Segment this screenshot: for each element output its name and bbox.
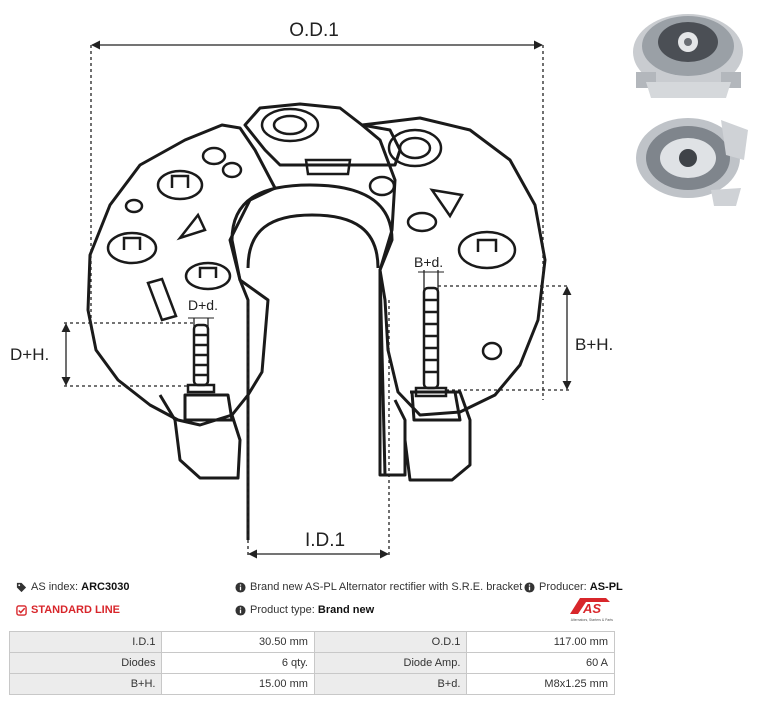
spec-value: 60 A [466, 652, 615, 674]
spec-label: O.D.1 [313, 631, 468, 653]
as-index-value: ARC3030 [81, 581, 130, 593]
id-label: I.D.1 [305, 530, 345, 551]
spec-label: Diode Amp. [313, 652, 468, 674]
bolt-left [186, 323, 216, 394]
table-row: B+H. 15.00 mm B+d. M8x1.25 mm [8, 673, 615, 695]
spec-label: I.D.1 [8, 631, 163, 653]
logo-tagline: Alternators, Starters & Parts [571, 618, 614, 622]
spec-value: 30.50 mm [161, 631, 315, 653]
bd-label: B+d. [414, 254, 443, 270]
dimension-lines [61, 40, 572, 559]
product-type-value: Brand new [317, 604, 375, 616]
producer: Producer: AS-PL [524, 581, 623, 593]
spec-table: I.D.1 30.50 mm O.D.1 117.00 mm Diodes 6 … [8, 631, 615, 695]
spec-value: 6 qty. [161, 652, 315, 674]
bolt-right [414, 286, 448, 398]
tag-icon [16, 582, 27, 592]
description: Brand new AS-PL Alternator rectifier wit… [235, 581, 522, 593]
logo-text: AS [582, 601, 601, 616]
rectifier-diagram: O.D.1 I.D.1 D+H. B+H. D+d. B+d. [10, 20, 613, 559]
table-row: Diodes 6 qty. Diode Amp. 60 A [8, 652, 615, 674]
bh-label: B+H. [575, 335, 613, 354]
info-icon [235, 604, 246, 616]
spec-label: B+H. [8, 673, 163, 695]
info-icon [524, 581, 535, 593]
standard-line: STANDARD LINE [16, 604, 120, 616]
info-icon [235, 581, 246, 593]
as-pl-logo: AS Alternators, Starters & Parts [570, 598, 614, 622]
spec-value: 117.00 mm [466, 631, 615, 653]
rectifier-details [106, 107, 517, 361]
spec-value: 15.00 mm [161, 673, 315, 695]
dd-label: D+d. [188, 297, 218, 313]
producer-label: Producer: [539, 581, 587, 593]
check-square-icon [16, 604, 27, 616]
as-index: AS index: ARC3030 [16, 581, 129, 593]
product-type: Product type: Brand new [235, 604, 374, 616]
standard-line-label: STANDARD LINE [31, 604, 121, 616]
product-photo-back[interactable] [626, 110, 754, 210]
product-photo-front[interactable] [626, 2, 754, 102]
as-index-label: AS index: [31, 581, 79, 593]
dh-label: D+H. [10, 345, 49, 364]
od-label: O.D.1 [289, 20, 339, 41]
rectifier-outline [86, 102, 547, 540]
description-text: Brand new AS-PL Alternator rectifier wit… [250, 581, 523, 593]
spec-label: B+d. [313, 673, 468, 695]
product-type-label: Product type: [250, 604, 315, 616]
producer-value: AS-PL [589, 581, 623, 593]
table-row: I.D.1 30.50 mm O.D.1 117.00 mm [8, 631, 615, 653]
spec-value: M8x1.25 mm [466, 673, 615, 695]
spec-label: Diodes [8, 652, 163, 674]
